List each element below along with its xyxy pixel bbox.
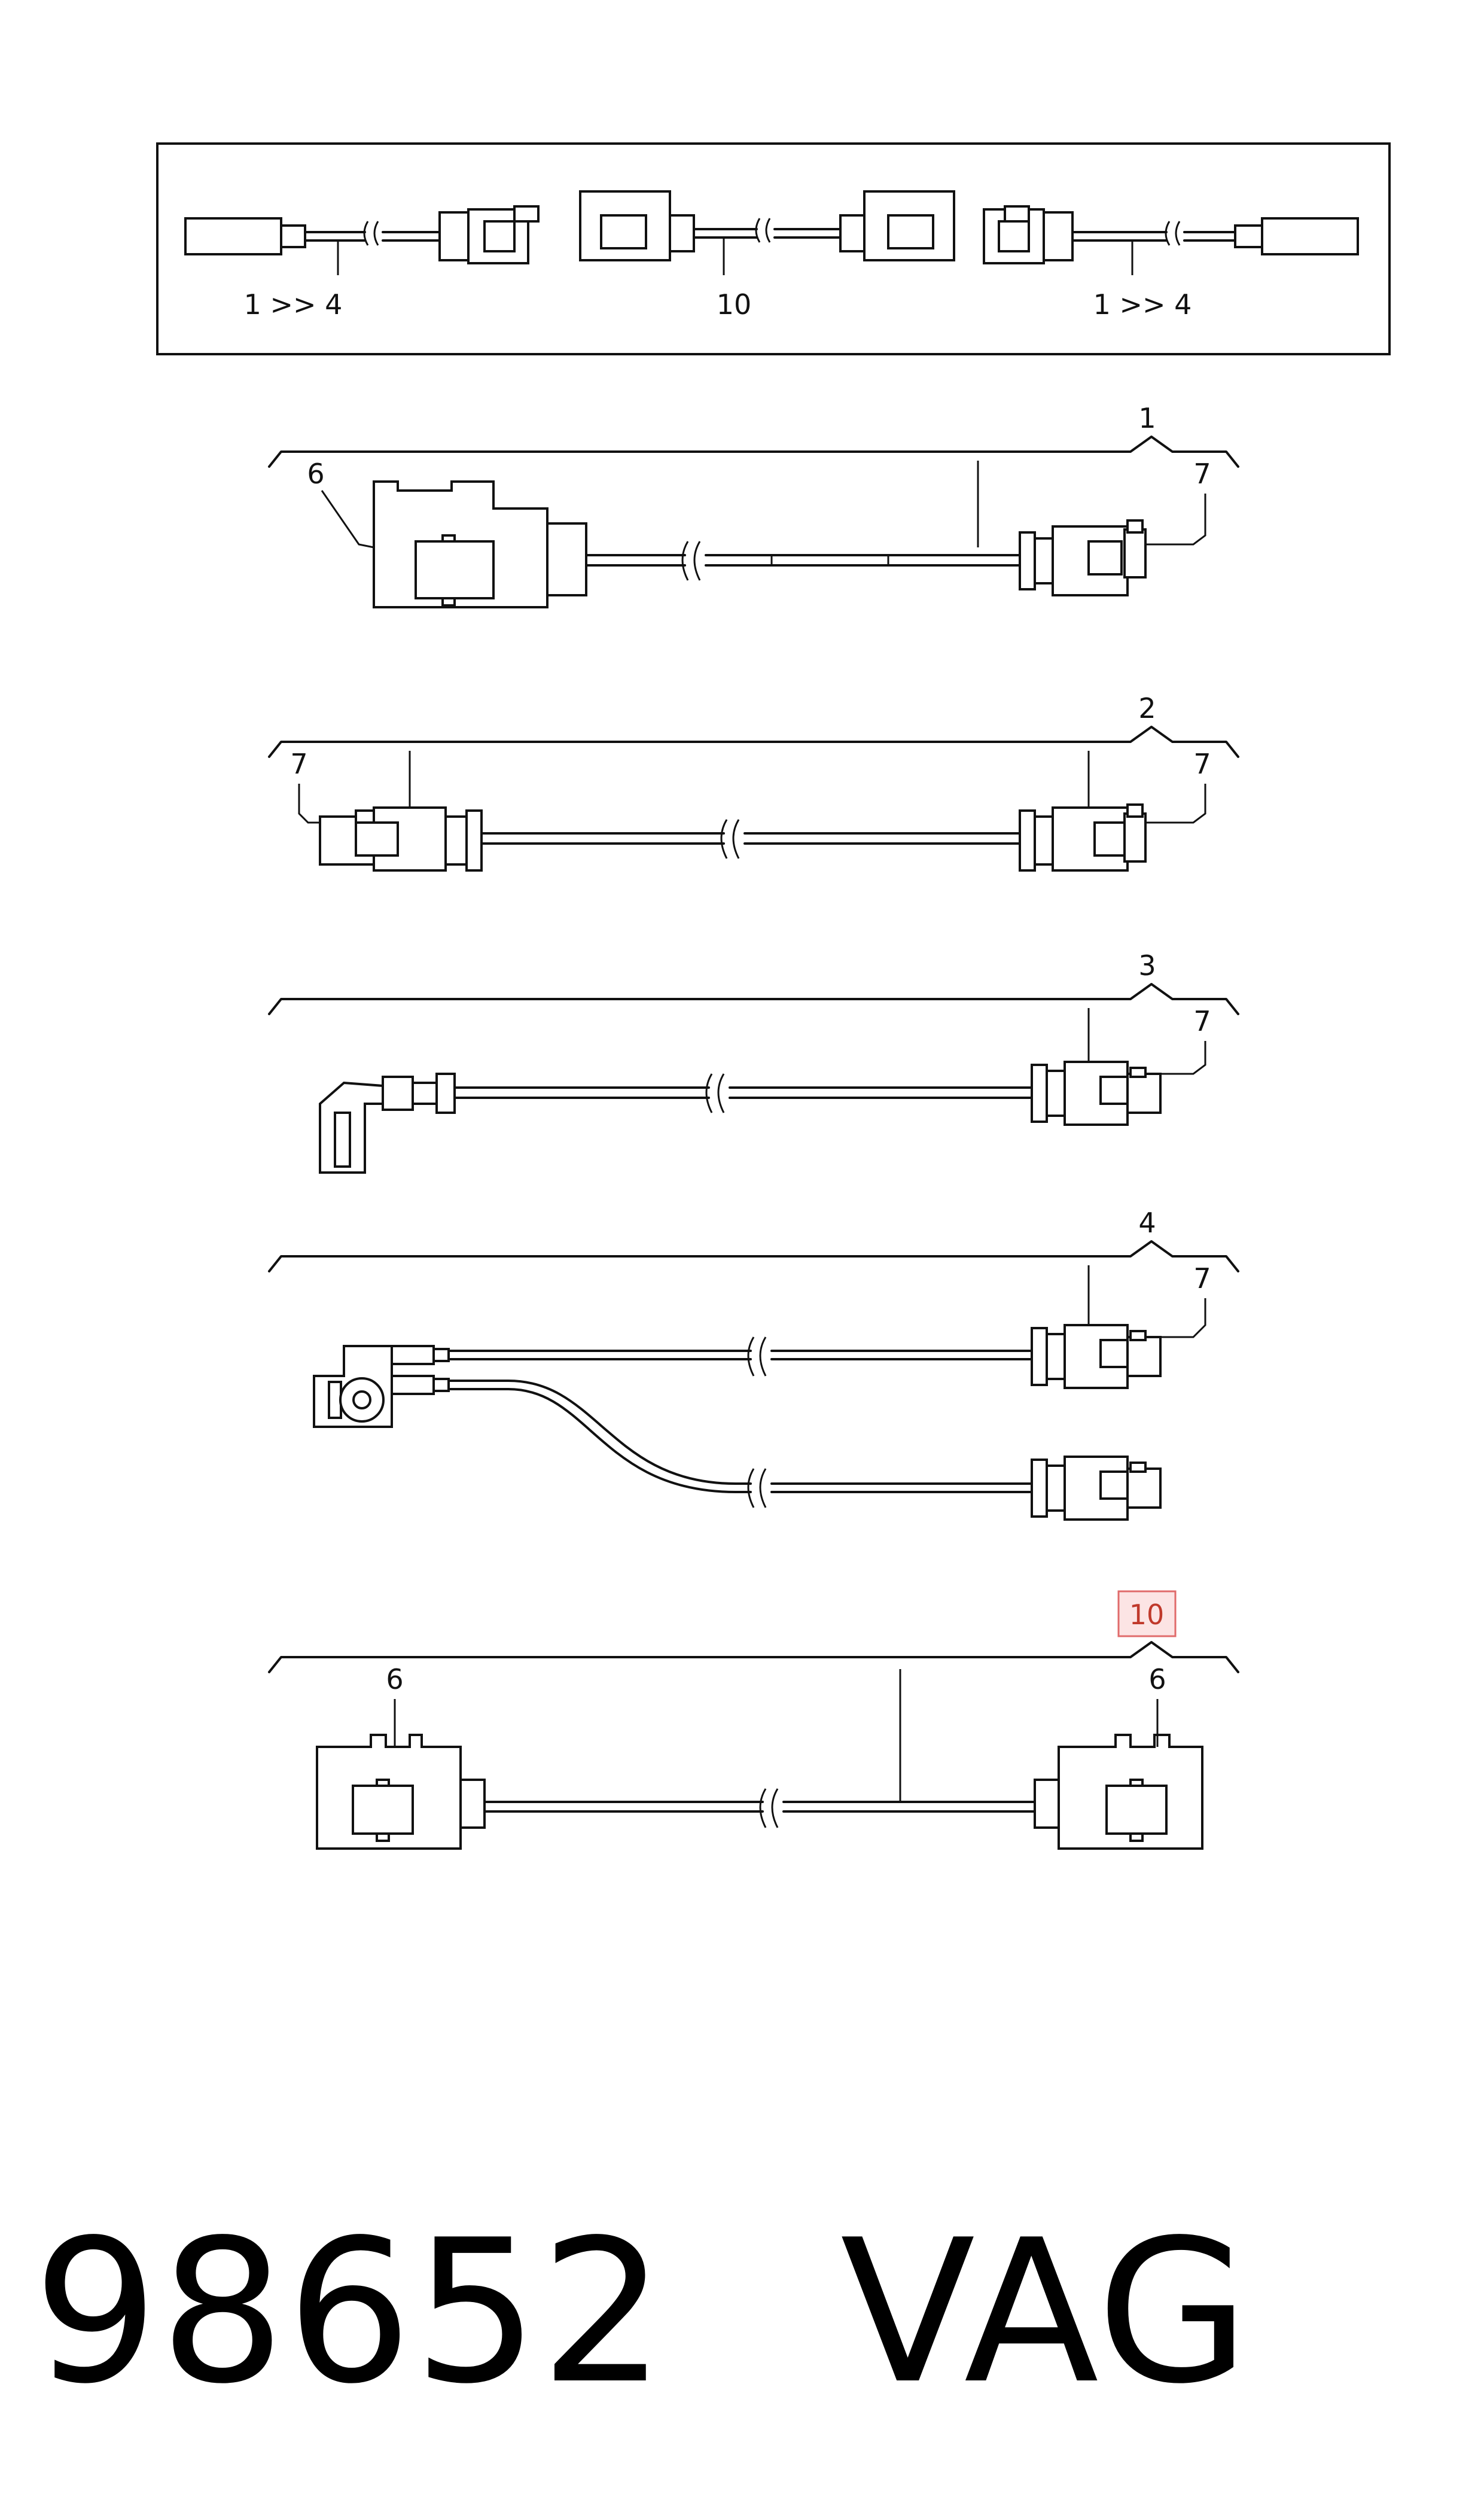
- assembly-2-right-callout: 7: [1193, 748, 1211, 780]
- assembly-10-number-highlight: [1117, 1590, 1177, 1637]
- assembly-2-left-callout: 7: [290, 748, 307, 780]
- assembly-3: 3 7: [268, 949, 1239, 1174]
- assembly-4-number: 4: [1138, 1207, 1156, 1239]
- assembly-4-right-callout: 7: [1193, 1262, 1211, 1295]
- assembly-1-left-callout: 6: [307, 458, 324, 490]
- overview-panel: 1 >> 4 10: [156, 142, 1391, 355]
- overview-left-cable: [184, 205, 540, 275]
- overview-center-cable: [579, 190, 955, 275]
- parts-diagram: 1 >> 4 10: [156, 142, 1391, 1850]
- assembly-10-right-callout: 6: [1148, 1663, 1166, 1695]
- overview-right-cable: [983, 205, 1359, 275]
- assembly-2-bracket: [268, 726, 1239, 758]
- brand-name: VAG: [840, 2197, 1251, 2427]
- assembly-3-number: 3: [1138, 949, 1156, 982]
- assembly-10: 10 6 6: [268, 1590, 1239, 1850]
- assembly-1-number: 1: [1138, 402, 1156, 434]
- overview-label-right: 1 >> 4: [1093, 288, 1192, 321]
- assembly-10-bracket: [268, 1641, 1239, 1673]
- assembly-10-number: 10: [1129, 1599, 1165, 1631]
- overview-label-left: 1 >> 4: [244, 288, 343, 321]
- assembly-10-left-callout: 6: [386, 1663, 403, 1695]
- overview-label-center: 10: [717, 288, 752, 321]
- part-number: 98652: [33, 2197, 667, 2427]
- assembly-2-number: 2: [1138, 692, 1156, 724]
- assembly-4: 4 7: [268, 1207, 1239, 1521]
- assembly-3-right-callout: 7: [1193, 1005, 1211, 1037]
- assembly-3-bracket: [268, 983, 1239, 1015]
- assembly-1-bracket: [268, 436, 1239, 468]
- assembly-2: 2 7 7: [268, 692, 1239, 872]
- assembly-1-right-callout: 7: [1193, 458, 1211, 490]
- assembly-4-bracket: [268, 1240, 1239, 1272]
- assembly-1: 1 6 7: [268, 402, 1239, 608]
- overview-frame: [156, 142, 1391, 355]
